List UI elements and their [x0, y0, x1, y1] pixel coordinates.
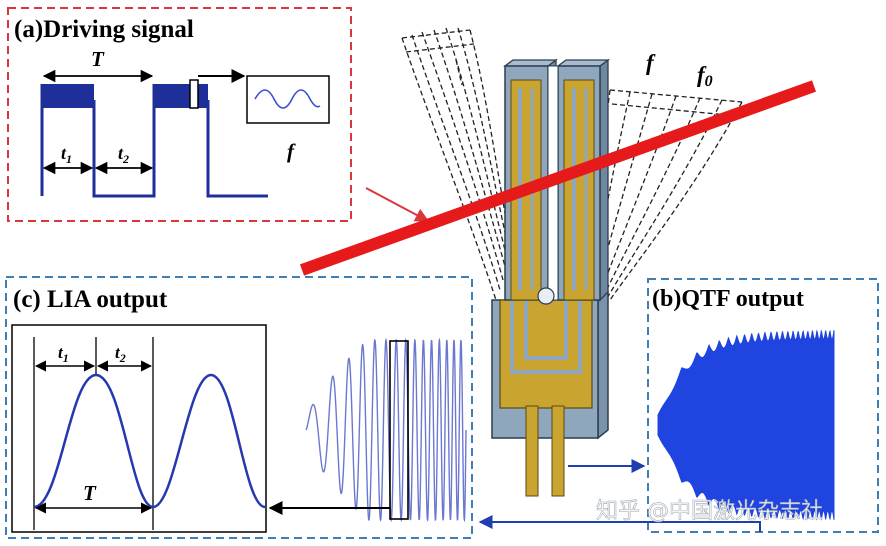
qtf-lead-left: [525, 405, 539, 497]
panel-a-pointer-arrow: [365, 187, 430, 222]
sine-curve: [254, 89, 321, 109]
square-wave-burst-2: [154, 84, 208, 108]
lia-t2-label: t2: [115, 343, 126, 365]
panel-c-title: (c) LIA output: [13, 286, 168, 313]
panel-b-title: (b)QTF output: [652, 286, 804, 312]
lia-period-label: T: [83, 481, 97, 505]
gold-trace-base: [510, 300, 582, 374]
watermark: 知乎 @中国激光杂志社: [596, 499, 823, 524]
chirp-signal: [305, 337, 467, 523]
sine-box: [246, 75, 330, 124]
panel-a-frame: [7, 7, 352, 222]
square-wave-line: [40, 84, 268, 198]
t1-label: t1: [61, 143, 72, 166]
qtf-lead-right: [551, 405, 565, 497]
qtf-base-side: [597, 290, 609, 440]
period-label: T: [91, 47, 105, 71]
t2-label: t2: [118, 143, 129, 166]
frequency-label: f: [287, 139, 296, 163]
qtf-prong-right-side: [599, 58, 609, 302]
vibration-outlines-left: [401, 27, 512, 301]
qtf-prong-left-top: [503, 59, 558, 67]
laser-beam: [299, 80, 817, 276]
qtf-output-envelope: [657, 329, 835, 521]
panel-b-frame: [647, 278, 879, 533]
qtf-label-f0: f0: [697, 62, 713, 90]
qtf-label-f: f: [646, 50, 656, 75]
lia-waveform: [33, 373, 266, 509]
panel-b-to-panel-c-arrow: [478, 515, 761, 532]
chirp-zoom-box: [389, 340, 409, 520]
panel-a-title: (a)Driving signal: [14, 16, 194, 43]
zoom-marker: [189, 79, 199, 109]
square-wave-burst-1: [42, 84, 94, 108]
panel-a-driving-signal: (a)Driving signal T t1 t2 f: [7, 7, 352, 222]
panel-b-qtf-output: (b)QTF output: [647, 278, 879, 533]
lia-plot-box: [11, 324, 267, 533]
gold-pad-right: [563, 79, 595, 301]
panel-c-lia-output: (c) LIA output t1 t2 T: [5, 276, 473, 539]
qtf-prong-right-top: [556, 59, 610, 67]
qtf-gap-hole: [537, 287, 555, 305]
lia-t1-label: t1: [58, 343, 69, 365]
gold-pad-base: [499, 299, 593, 409]
square-wave: [40, 84, 268, 198]
